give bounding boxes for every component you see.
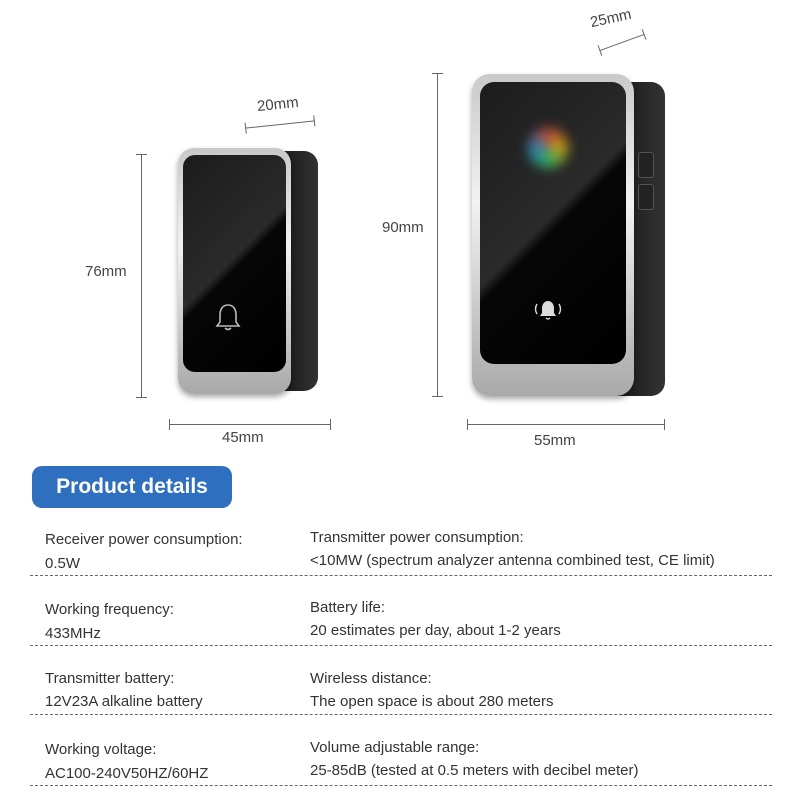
spec-left-value: 0.5W xyxy=(45,555,81,572)
bell-icon xyxy=(215,304,241,331)
spec-left-value: 12V23A alkaline battery xyxy=(45,693,203,710)
receiver-height-label: 90mm xyxy=(382,219,424,236)
spec-right-value: 20 estimates per day, about 1-2 years xyxy=(310,622,561,639)
divider xyxy=(30,645,772,646)
ringing-bell-icon xyxy=(534,301,562,320)
spec-left-label: Working voltage: xyxy=(45,741,157,758)
receiver-depth-line xyxy=(599,33,645,52)
transmitter-depth-line xyxy=(245,120,315,129)
spec-right-label: Wireless distance: xyxy=(310,670,432,687)
ringtone-button[interactable] xyxy=(638,184,654,210)
spec-right-label: Battery life: xyxy=(310,599,386,616)
spec-right-label: Volume adjustable range: xyxy=(310,739,480,756)
rgb-light xyxy=(528,128,568,168)
transmitter-width-line xyxy=(169,419,331,430)
product-details-title: Product details xyxy=(32,466,232,508)
volume-button[interactable] xyxy=(638,152,654,178)
spec-right-label: Transmitter power consumption: xyxy=(310,529,524,546)
receiver-device xyxy=(472,74,667,400)
receiver-width-label: 55mm xyxy=(534,432,576,449)
transmitter-height-line xyxy=(136,154,147,398)
spec-right-value: <10MW (spectrum analyzer antenna combine… xyxy=(310,552,715,569)
receiver-height-line xyxy=(432,73,443,397)
divider xyxy=(30,575,772,576)
divider xyxy=(30,714,772,715)
spec-left-label: Receiver power consumption: xyxy=(45,531,243,548)
spec-left-label: Transmitter battery: xyxy=(45,670,175,687)
transmitter-face xyxy=(183,155,286,372)
spec-right-value: The open space is about 280 meters xyxy=(310,693,554,710)
transmitter-depth-label: 20mm xyxy=(256,93,300,116)
divider xyxy=(30,785,772,786)
receiver-width-line xyxy=(467,419,665,430)
transmitter-width-label: 45mm xyxy=(222,429,264,446)
spec-left-value: AC100-240V50HZ/60HZ xyxy=(45,765,209,782)
transmitter-device xyxy=(178,148,323,396)
spec-right-value: 25-85dB (tested at 0.5 meters with decib… xyxy=(310,762,639,779)
spec-left-value: 433MHz xyxy=(45,625,101,642)
receiver-depth-label: 25mm xyxy=(588,5,633,32)
transmitter-height-label: 76mm xyxy=(85,263,127,280)
spec-left-label: Working frequency: xyxy=(45,601,174,618)
